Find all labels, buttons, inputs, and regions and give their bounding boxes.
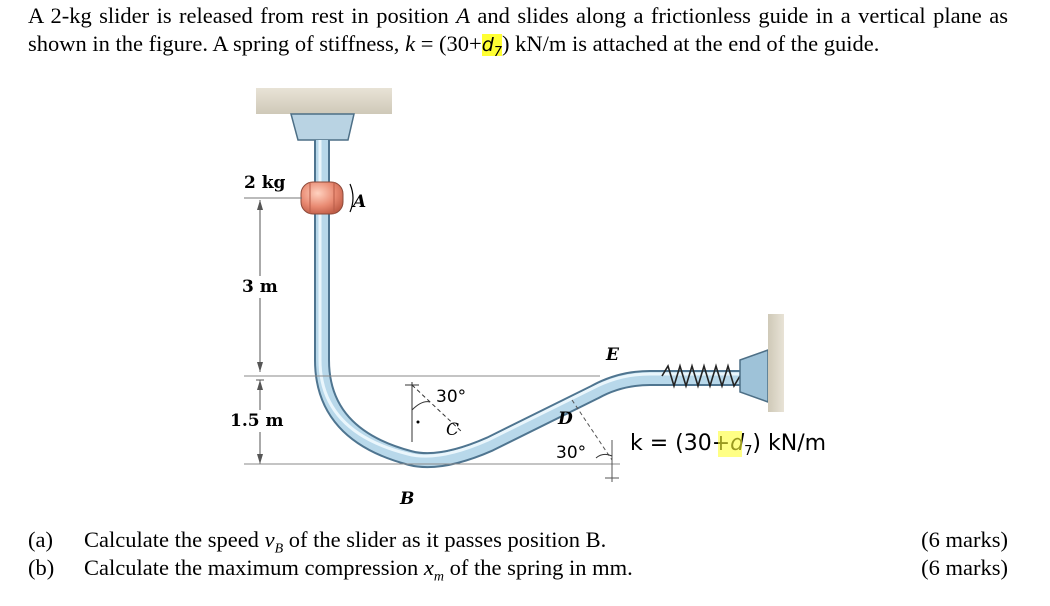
- position-a-ref: A: [456, 3, 470, 28]
- questions: (a) Calculate the speed vB of the slider…: [28, 526, 1008, 585]
- top-bracket: [290, 113, 355, 141]
- position-b-label: B: [399, 489, 414, 509]
- angle-30-top: 30°: [436, 387, 466, 407]
- problem-text-4: ) kN/m is attached at the end of the gui…: [502, 31, 880, 56]
- angle-30-bottom: 30°: [556, 443, 586, 463]
- problem-statement: A 2-kg slider is released from rest in p…: [28, 2, 1008, 67]
- question-a: (a) Calculate the speed vB of the slider…: [28, 526, 1008, 557]
- question-marks: (6 marks): [921, 527, 1008, 552]
- slider-a: [300, 181, 344, 215]
- problem-text-2: and slides along a frictionless guide in…: [28, 3, 1008, 56]
- dim-3m-label: 3 m: [242, 277, 278, 297]
- question-text: Calculate the speed vB of the slider as …: [84, 527, 607, 557]
- question-number: (b): [28, 555, 55, 580]
- position-c-label: C: [446, 420, 459, 440]
- question-text: Calculate the maximum compression xm of …: [84, 555, 633, 585]
- slider-guide-figure: A 2 kg 3 m 1.5 m 30° C D 30° E B k = (30…: [228, 88, 826, 509]
- dim-15m-label: 1.5 m: [230, 411, 283, 431]
- spring: [661, 363, 741, 389]
- position-a-label: A: [351, 192, 366, 212]
- mass-label: 2 kg: [244, 173, 286, 193]
- question-marks: (6 marks): [921, 555, 1008, 580]
- stiffness-label: k = (30+d7) kN/m: [630, 431, 826, 459]
- position-e-label: E: [605, 345, 620, 365]
- wall: [768, 314, 784, 412]
- ceiling: [256, 88, 392, 114]
- problem-text-3: = (30+: [415, 31, 482, 56]
- spring-cap: [739, 348, 769, 404]
- problem-text-1: A 2-kg slider is released from rest in p…: [28, 3, 457, 28]
- k-symbol: k: [405, 31, 416, 56]
- question-b: (b) Calculate the maximum compression xm…: [28, 554, 1008, 585]
- question-number: (a): [28, 527, 53, 552]
- position-d-label: D: [557, 409, 573, 429]
- d7-highlight: d7: [481, 34, 503, 60]
